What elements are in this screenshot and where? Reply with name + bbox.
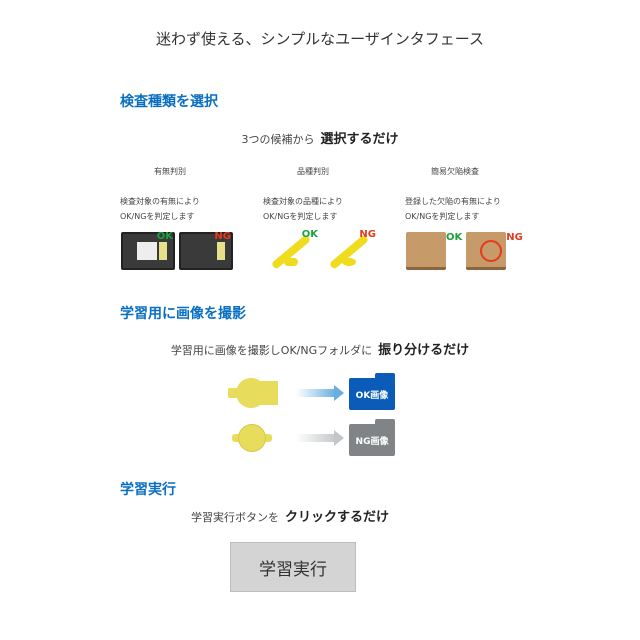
section-heading-capture: 学習用に画像を撮影	[120, 306, 246, 322]
part-ok-tab	[228, 388, 238, 398]
arrow-ok-icon	[296, 389, 336, 397]
lead-bold: 選択するだけ	[320, 132, 399, 147]
lead-bold: 振り分けるだけ	[378, 343, 470, 358]
train-button[interactable]: 学習実行	[230, 542, 356, 592]
type-variety: 品種判別 検査対象の品種により OK/NGを判定します	[263, 166, 393, 224]
column-desc: 登録した欠陥の有無により	[405, 197, 501, 206]
select-lead: 3つの候補から選択するだけ	[0, 128, 640, 147]
page-title: 迷わず使える、シンプルなユーザインタフェース	[155, 30, 485, 48]
presence-images: OK NG	[121, 231, 233, 272]
ok-label: OK	[301, 229, 318, 240]
capture-lead: 学習用に画像を撮影しOK/NGフォルダに振り分けるだけ	[0, 339, 640, 358]
tray-ok-image: OK	[121, 231, 175, 270]
column-desc: OK/NGを判定します	[120, 212, 195, 221]
lead-bold: クリックするだけ	[284, 510, 389, 525]
lead-text: 3つの候補から	[241, 133, 315, 146]
pin-ng-image: NG	[322, 229, 376, 270]
lead-text: 学習用に画像を撮影しOK/NGフォルダに	[170, 344, 373, 357]
column-desc: OK/NGを判定します	[405, 212, 480, 221]
type-defect: 簡易欠陥検査 登録した欠陥の有無により OK/NGを判定します	[405, 166, 535, 224]
part-ok-body	[252, 381, 278, 405]
column-title: 簡易欠陥検査	[431, 167, 479, 176]
ng-label: NG	[506, 232, 523, 243]
arrow-ng-head-icon	[334, 430, 344, 446]
column-desc: 検査対象の有無により	[120, 197, 200, 206]
box-ng-image	[466, 232, 507, 270]
column-desc: 検査対象の品種により	[263, 197, 343, 206]
section-heading-train: 学習実行	[120, 482, 176, 498]
defect-images: OK NG	[406, 232, 523, 272]
part-ng-image	[238, 424, 266, 452]
train-lead: 学習実行ボタンをクリックするだけ	[0, 506, 610, 525]
ok-folder: OK画像	[349, 373, 395, 410]
column-title: 有無判別	[154, 167, 186, 176]
box-ok-image	[406, 232, 446, 270]
ok-label: OK	[156, 231, 173, 242]
column-desc: OK/NGを判定します	[263, 212, 338, 221]
arrow-ok-head-icon	[334, 385, 344, 401]
type-presence: 有無判別 検査対象の有無により OK/NGを判定します	[120, 166, 250, 224]
ng-folder: NG画像	[349, 419, 395, 456]
arrow-ng-icon	[296, 434, 336, 442]
column-title: 品種判別	[297, 167, 329, 176]
ng-label: NG	[359, 229, 376, 240]
variety-images: OK NG	[264, 229, 376, 272]
ok-label: OK	[446, 232, 463, 243]
lead-text: 学習実行ボタンを	[190, 511, 279, 524]
tray-ng-image: NG	[179, 231, 233, 270]
ng-label: NG	[214, 231, 231, 242]
pin-ok-image: OK	[264, 229, 318, 270]
section-heading-select-type: 検査種類を選択	[120, 94, 218, 110]
